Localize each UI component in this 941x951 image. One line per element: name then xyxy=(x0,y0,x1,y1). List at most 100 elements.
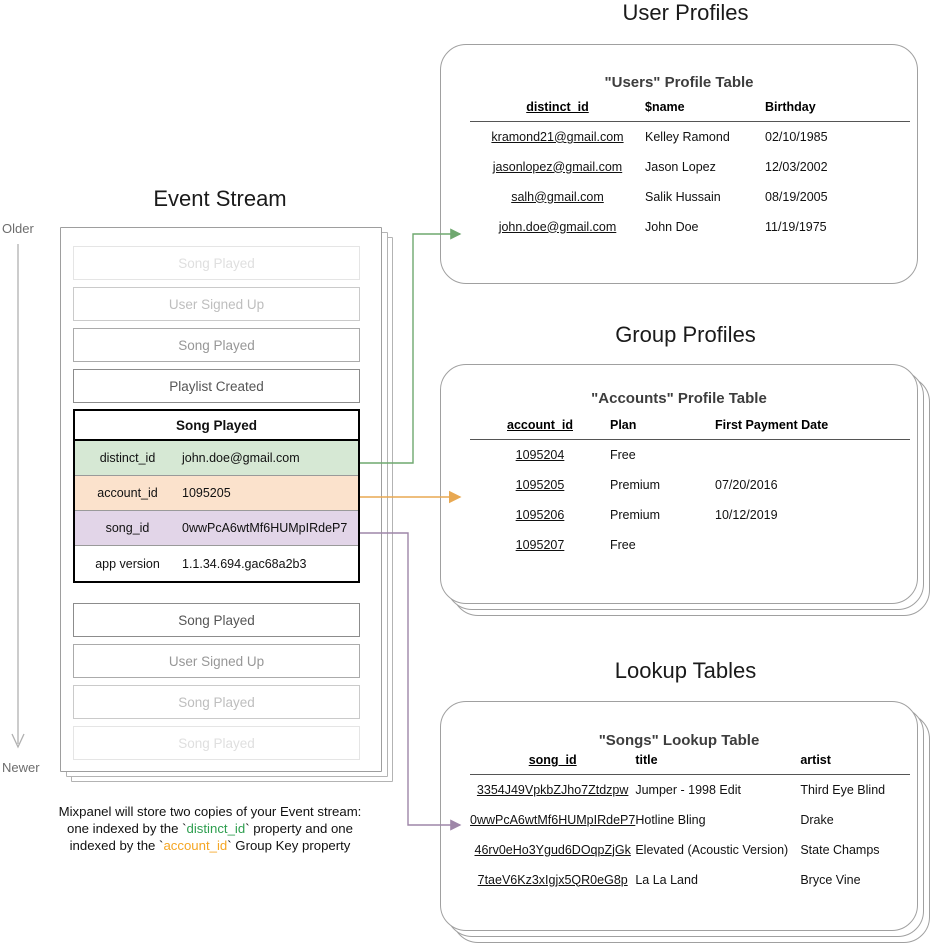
property-key: distinct_id xyxy=(99,451,156,465)
cell-distinct-id: salh@gmail.com xyxy=(511,189,604,204)
cell-birthday: 02/10/1985 xyxy=(765,129,828,144)
table-row[interactable]: 1095206 Premium 10/12/2019 xyxy=(470,500,910,530)
event-item[interactable]: User Signed Up xyxy=(73,287,360,321)
event-item[interactable]: Song Played xyxy=(73,726,360,760)
cell-plan: Free xyxy=(610,447,636,462)
table-row[interactable]: 3354J49VpkbZJho7Ztdzpw Jumper - 1998 Edi… xyxy=(470,775,910,805)
event-item[interactable]: User Signed Up xyxy=(73,644,360,678)
property-key: app version xyxy=(95,556,160,571)
table-header-row: distinct_id $name Birthday xyxy=(470,100,910,122)
event-stream-title: Event Stream xyxy=(153,186,287,211)
event-property-row: song_id 0wwPcA6wtMf6HUMpIRdeP7 xyxy=(75,511,358,546)
timeline-older-label: Older xyxy=(2,221,34,236)
cell-plan: Free xyxy=(610,537,636,552)
table-row[interactable]: 1095204 Free xyxy=(470,440,910,470)
cell-name: John Doe xyxy=(645,219,699,234)
property-key: song_id xyxy=(105,521,150,535)
table-row-highlighted[interactable]: john.doe@gmail.com John Doe 11/19/1975 xyxy=(470,212,910,242)
column-header-birthday: Birthday xyxy=(765,100,816,114)
cell-name: Salik Hussain xyxy=(645,189,721,204)
cell-title: La La Land xyxy=(635,872,698,887)
users-table-title: "Users" Profile Table xyxy=(604,74,754,91)
accounts-profile-card xyxy=(440,364,918,604)
cell-account-id: 1095207 xyxy=(515,537,565,552)
group-profiles-section-title: Group Profiles xyxy=(615,322,756,347)
cell-first-payment-date: 07/20/2016 xyxy=(715,477,778,492)
column-header-title: title xyxy=(635,753,658,767)
event-item[interactable]: Playlist Created xyxy=(73,369,360,403)
caption-token-distinct-id: distinct_id xyxy=(186,821,246,836)
cell-distinct-id: john.doe@gmail.com xyxy=(498,219,617,234)
event-item[interactable]: Song Played xyxy=(73,328,360,362)
lookup-tables-section-title: Lookup Tables xyxy=(614,658,757,683)
songs-lookup-card xyxy=(440,701,918,931)
users-profile-card xyxy=(440,44,918,284)
cell-account-id: 1095204 xyxy=(515,447,565,462)
caption-line-2-post: ` property and one xyxy=(245,821,353,836)
cell-artist: State Champs xyxy=(800,842,880,857)
cell-title: Elevated (Acoustic Version) xyxy=(635,842,789,857)
table-row[interactable]: jasonlopez@gmail.com Jason Lopez 12/03/2… xyxy=(470,152,910,182)
cell-birthday: 12/03/2002 xyxy=(765,159,828,174)
event-property-row: distinct_id john.doe@gmail.com xyxy=(75,441,358,476)
property-value: 1.1.34.694.gac68a2b3 xyxy=(182,556,307,571)
table-header-row: account_id Plan First Payment Date xyxy=(470,418,910,440)
cell-name: Jason Lopez xyxy=(645,159,716,174)
cell-song-id: 0wwPcA6wtMf6HUMpIRdeP7 xyxy=(470,812,636,827)
timeline-arrow-icon xyxy=(11,244,25,749)
cell-plan: Premium xyxy=(610,477,661,492)
user-profiles-section-title: User Profiles xyxy=(622,0,749,25)
table-row-highlighted[interactable]: 1095205 Premium 07/20/2016 xyxy=(470,470,910,500)
cell-song-id: 3354J49VpkbZJho7Ztdzpw xyxy=(476,782,629,797)
songs-table-title: "Songs" Lookup Table xyxy=(598,732,760,749)
column-header-account-id: account_id xyxy=(507,418,573,432)
cell-artist: Bryce Vine xyxy=(800,872,861,887)
cell-account-id: 1095206 xyxy=(515,507,565,522)
event-property-row: app version 1.1.34.694.gac68a2b3 xyxy=(75,546,358,581)
cell-account-id: 1095205 xyxy=(515,477,565,492)
cell-distinct-id: jasonlopez@gmail.com xyxy=(492,159,623,174)
cell-song-id: 46rv0eHo3Ygud6DOqpZjGk xyxy=(474,842,631,857)
event-item[interactable]: Song Played xyxy=(73,685,360,719)
cell-name: Kelley Ramond xyxy=(645,129,730,144)
event-property-row: account_id 1095205 xyxy=(75,476,358,511)
cell-first-payment-date: 10/12/2019 xyxy=(715,507,778,522)
table-header-row: song_id title artist xyxy=(470,753,910,775)
accounts-table-title: "Accounts" Profile Table xyxy=(591,390,767,407)
cell-artist: Third Eye Blind xyxy=(800,782,886,797)
cell-title: Hotline Bling xyxy=(635,812,706,827)
property-value: john.doe@gmail.com xyxy=(182,451,300,465)
column-header-song-id: song_id xyxy=(528,753,577,767)
table-row[interactable]: 46rv0eHo3Ygud6DOqpZjGk Elevated (Acousti… xyxy=(470,835,910,865)
column-header-distinct-id: distinct_id xyxy=(526,100,589,114)
table-row-highlighted[interactable]: 0wwPcA6wtMf6HUMpIRdeP7 Hotline Bling Dra… xyxy=(470,805,910,835)
cell-birthday: 08/19/2005 xyxy=(765,189,828,204)
cell-artist: Drake xyxy=(800,812,834,827)
cell-first-payment-date xyxy=(715,530,910,560)
table-row[interactable]: 1095207 Free xyxy=(470,530,910,560)
event-stream-caption: Mixpanel will store two copies of your E… xyxy=(40,803,380,854)
property-value: 0wwPcA6wtMf6HUMpIRdeP7 xyxy=(182,521,348,535)
selected-event-card[interactable]: Song Played distinct_id john.doe@gmail.c… xyxy=(73,409,360,583)
users-profile-table: distinct_id $name Birthday kramond21@gma… xyxy=(470,100,910,242)
timeline-newer-label: Newer xyxy=(2,760,40,775)
accounts-profile-table: account_id Plan First Payment Date 10952… xyxy=(470,418,910,560)
caption-line-2-pre: one indexed by the ` xyxy=(67,821,187,836)
property-key: account_id xyxy=(97,486,158,500)
event-item[interactable]: Song Played xyxy=(73,246,360,280)
event-item[interactable]: Song Played xyxy=(73,603,360,637)
property-value: 1095205 xyxy=(182,486,231,500)
caption-line-3-post: ` Group Key property xyxy=(227,838,351,853)
table-row[interactable]: 7taeV6Kz3xIgjx5QR0eG8p La La Land Bryce … xyxy=(470,865,910,895)
selected-event-name: Song Played xyxy=(75,411,358,441)
cell-plan: Premium xyxy=(610,507,661,522)
cell-song-id: 7taeV6Kz3xIgjx5QR0eG8p xyxy=(477,872,628,887)
cell-first-payment-date xyxy=(715,440,910,470)
event-list-older: Song Played User Signed Up Song Played P… xyxy=(73,246,360,410)
caption-line-3-pre: indexed by the ` xyxy=(69,838,164,853)
cell-birthday: 11/19/1975 xyxy=(765,219,827,234)
table-row[interactable]: kramond21@gmail.com Kelley Ramond 02/10/… xyxy=(470,122,910,152)
table-row[interactable]: salh@gmail.com Salik Hussain 08/19/2005 xyxy=(470,182,910,212)
songs-lookup-table: song_id title artist 3354J49VpkbZJho7Ztd… xyxy=(470,753,910,895)
column-header-artist: artist xyxy=(800,753,831,767)
